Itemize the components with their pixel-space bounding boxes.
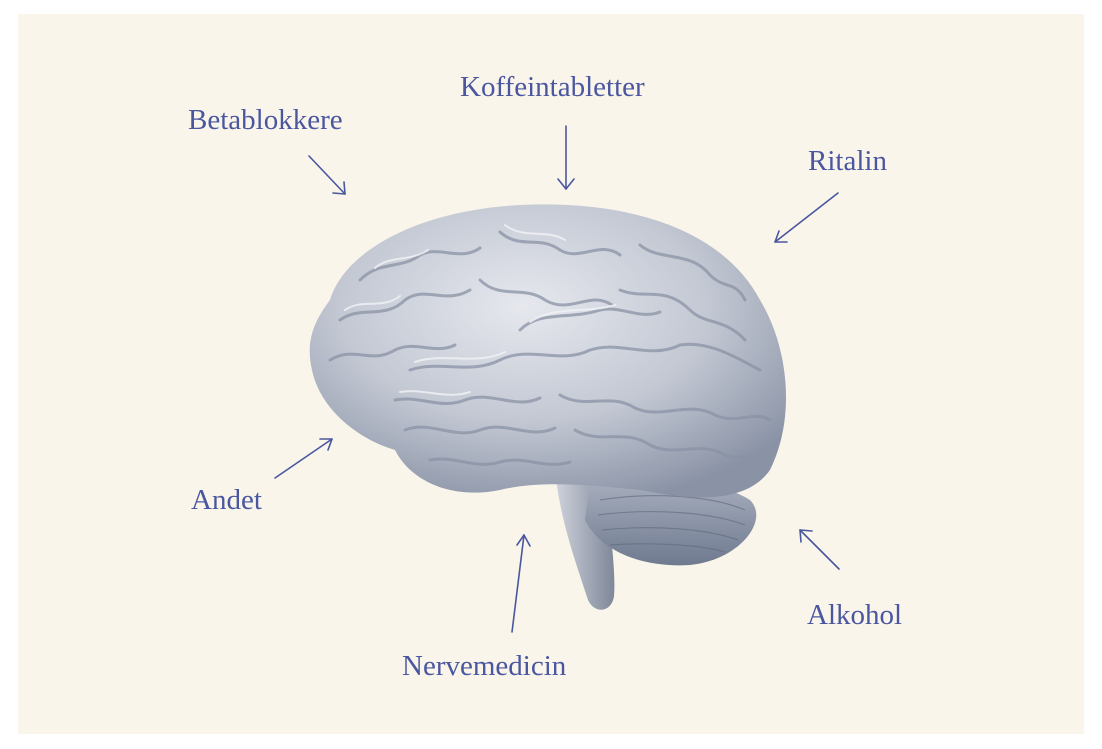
cerebrum: [310, 204, 786, 497]
label-koffeintabletter: Koffeintabletter: [460, 73, 645, 102]
arrow-icon-alkohol: [800, 530, 839, 569]
arrow-icon-ritalin: [775, 193, 838, 242]
label-nervemedicin: Nervemedicin: [402, 652, 566, 681]
arrow-icon-betablokkere: [309, 156, 345, 194]
arrow-icon-koffeintabletter: [558, 126, 574, 189]
label-alkohol: Alkohol: [807, 601, 902, 630]
label-ritalin: Ritalin: [808, 147, 887, 176]
label-andet: Andet: [191, 486, 262, 515]
brain-icon: [310, 204, 786, 609]
label-betablokkere: Betablokkere: [188, 106, 343, 135]
arrow-icon-nervemedicin: [512, 535, 530, 632]
arrow-icon-andet: [275, 439, 332, 478]
